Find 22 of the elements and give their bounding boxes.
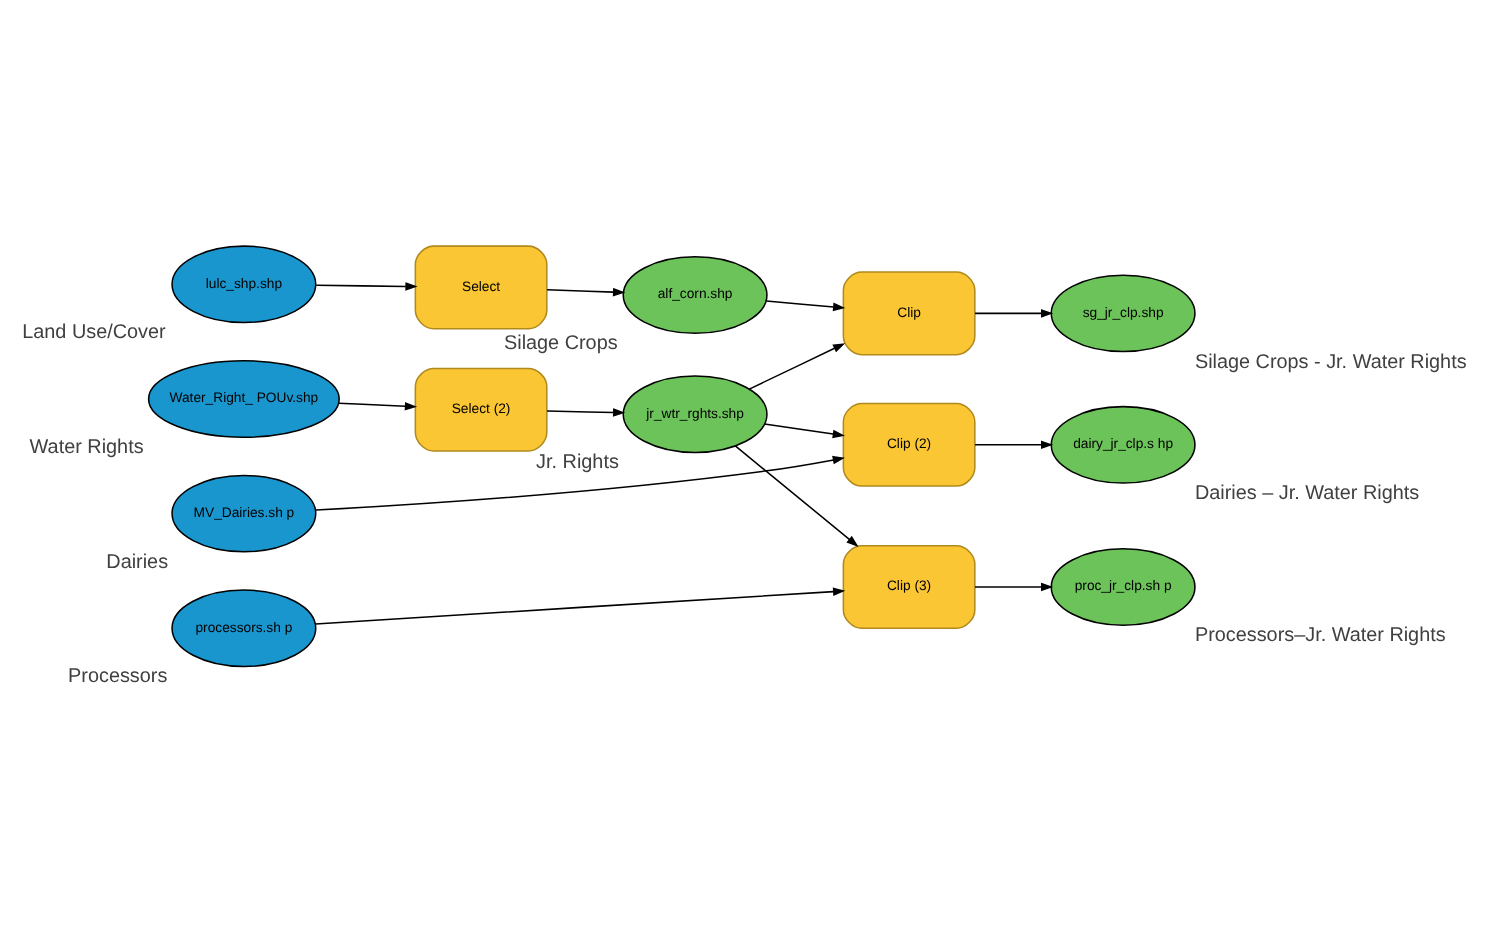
arrow	[974, 309, 1054, 318]
arrow	[974, 440, 1054, 450]
node-label: Processors	[68, 666, 168, 689]
node-label: Silage Crops - Jr. Water Rights	[1194, 351, 1467, 374]
node-label: Silage Crops	[504, 333, 618, 356]
node-label: Water Rights	[29, 437, 144, 460]
arrow	[546, 287, 626, 297]
arrow	[974, 582, 1054, 592]
arrow	[337, 401, 418, 411]
arrow	[315, 282, 418, 291]
node-label: Dairies	[106, 551, 169, 574]
node-label: Jr. Rights	[536, 452, 619, 475]
node-label: Land Use/Cover	[22, 322, 166, 345]
arrow	[765, 300, 846, 312]
arrow	[763, 423, 845, 439]
arrow	[734, 445, 859, 547]
arrow	[314, 455, 845, 511]
arrow	[748, 343, 846, 390]
node-label: Processors–Jr. Water Rights	[1194, 625, 1446, 648]
node-label: Dairies – Jr. Water Rights	[1194, 482, 1420, 505]
arrow	[314, 587, 846, 625]
arrow	[546, 408, 626, 417]
